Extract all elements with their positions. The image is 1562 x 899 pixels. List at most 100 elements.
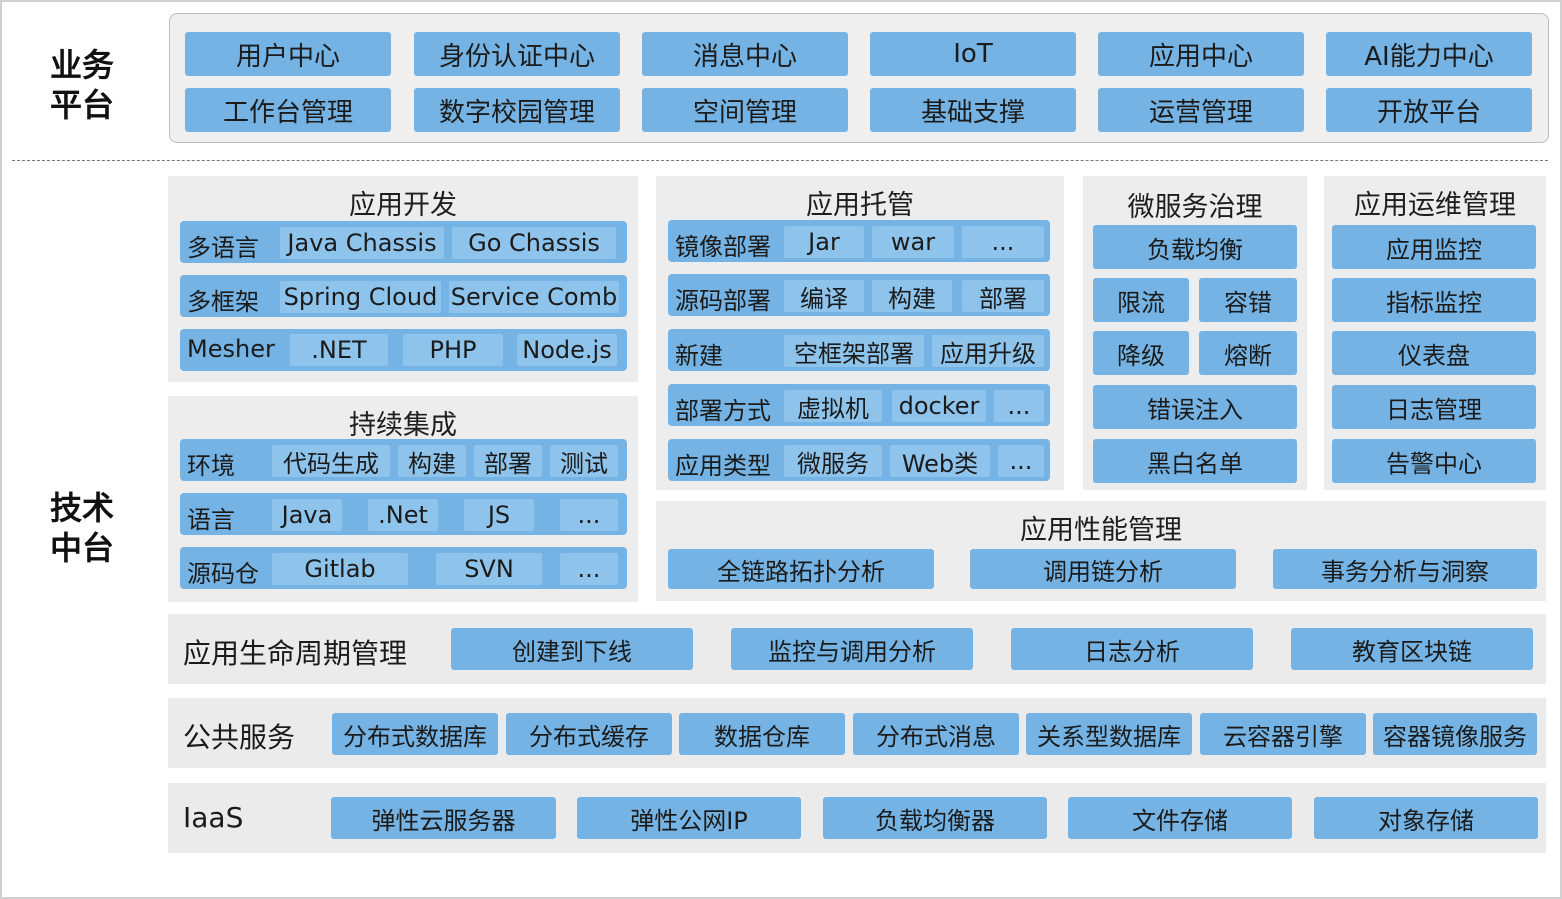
app-dev-row-label: Mesher: [187, 335, 275, 363]
hosting-item: war: [872, 226, 954, 258]
hosting-item: Jar: [784, 226, 864, 258]
iaas-item: 文件存储: [1068, 797, 1292, 839]
microservice-item: 降级: [1093, 331, 1189, 375]
tech-label-line1: 技术: [49, 489, 114, 527]
ci-item: 测试: [550, 445, 618, 478]
ci-item: .Net: [368, 499, 438, 531]
biz-item: IoT: [870, 32, 1076, 76]
public-service-item: 关系型数据库: [1026, 713, 1192, 755]
hosting-item: ...: [998, 445, 1044, 477]
app-ops-item: 应用监控: [1332, 225, 1536, 269]
microservice-item: 错误注入: [1093, 385, 1297, 429]
lifecycle-item: 教育区块链: [1291, 628, 1533, 670]
public-service-item: 容器镜像服务: [1373, 713, 1537, 755]
microservice-title: 微服务治理: [1127, 192, 1263, 223]
public-service-item: 分布式缓存: [506, 713, 672, 755]
microservice-item: 负载均衡: [1093, 225, 1297, 269]
app-ops-item: 日志管理: [1332, 385, 1536, 429]
biz-item: 应用中心: [1098, 32, 1304, 76]
business-platform-panel: [169, 13, 1549, 143]
business-label-line2: 平台: [49, 86, 114, 124]
lifecycle-label: 应用生命周期管理: [183, 637, 408, 670]
app-dev-item: Service Comb: [449, 281, 619, 313]
microservice-item: 限流: [1093, 278, 1189, 322]
biz-item: 用户中心: [185, 32, 391, 76]
app-dev-item: Node.js: [517, 334, 617, 366]
app-dev-item: Spring Cloud: [280, 281, 441, 313]
app-ops-item: 仪表盘: [1332, 331, 1536, 375]
microservice-item: 容错: [1199, 278, 1297, 322]
ci-item: Gitlab: [272, 553, 408, 585]
iaas-item: 负载均衡器: [823, 797, 1047, 839]
hosting-item: 编译: [784, 280, 864, 313]
ci-item: ...: [560, 499, 618, 531]
ci-row-label: 语言: [187, 506, 235, 534]
ci-row-label: 源码仓: [187, 560, 259, 588]
lifecycle-item: 监控与调用分析: [731, 628, 973, 670]
biz-item: AI能力中心: [1326, 32, 1532, 76]
iaas-label: IaaS: [183, 801, 244, 834]
tech-platform-label: 技术 中台: [42, 488, 122, 568]
public-service-item: 分布式数据库: [332, 713, 498, 755]
hosting-item: docker: [892, 390, 986, 422]
biz-item: 运营管理: [1098, 88, 1304, 132]
biz-item: 基础支撑: [870, 88, 1076, 132]
hosting-item: 构建: [872, 280, 952, 313]
public-service-item: 分布式消息: [853, 713, 1019, 755]
app-dev-row-label: 多语言: [187, 234, 259, 262]
hosting-item: 虚拟机: [784, 390, 882, 423]
apm-item: 调用链分析: [970, 549, 1236, 589]
hosting-row-label: 镜像部署: [675, 233, 771, 261]
ci-item: SVN: [436, 553, 542, 585]
apm-item: 全链路拓扑分析: [668, 549, 934, 589]
public-service-item: 数据仓库: [679, 713, 845, 755]
app-dev-item: Java Chassis: [280, 227, 444, 259]
ci-item: Java: [272, 499, 342, 531]
app-dev-title: 应用开发: [349, 190, 457, 221]
app-dev-item: .NET: [290, 334, 388, 366]
hosting-item: 应用升级: [932, 335, 1044, 368]
ci-item: 部署: [474, 445, 542, 478]
biz-item: 消息中心: [642, 32, 848, 76]
apm-title: 应用性能管理: [1020, 515, 1182, 546]
app-dev-item: PHP: [403, 334, 503, 366]
iaas-item: 对象存储: [1314, 797, 1538, 839]
microservice-item: 黑白名单: [1093, 439, 1297, 483]
hosting-item: 部署: [962, 280, 1044, 313]
hosting-item: 微服务: [784, 445, 882, 478]
business-label-line1: 业务: [49, 46, 114, 84]
lifecycle-item: 创建到下线: [451, 628, 693, 670]
app-dev-row-label: 多框架: [187, 288, 259, 316]
hosting-row-label: 新建: [675, 342, 723, 370]
hosting-title: 应用托管: [806, 190, 914, 221]
iaas-item: 弹性云服务器: [331, 797, 556, 839]
iaas-item: 弹性公网IP: [577, 797, 801, 839]
hosting-row-label: 源码部署: [675, 287, 771, 315]
hosting-row-label: 应用类型: [675, 452, 771, 480]
ci-item: JS: [464, 499, 534, 531]
ci-title: 持续集成: [349, 410, 457, 441]
hosting-item: Web类: [890, 445, 990, 478]
app-ops-title: 应用运维管理: [1354, 190, 1516, 221]
public-service-item: 云容器引擎: [1200, 713, 1366, 755]
apm-item: 事务分析与洞察: [1273, 549, 1537, 589]
ci-item: 构建: [398, 445, 466, 478]
app-ops-item: 告警中心: [1332, 439, 1536, 483]
ci-row-label: 环境: [187, 452, 235, 480]
public-services-label: 公共服务: [183, 721, 296, 754]
app-dev-item: Go Chassis: [452, 227, 616, 259]
hosting-item: ...: [994, 390, 1044, 422]
biz-item: 工作台管理: [185, 88, 391, 132]
biz-item: 开放平台: [1326, 88, 1532, 132]
business-platform-label: 业务 平台: [42, 45, 122, 125]
tech-label-line2: 中台: [49, 529, 114, 567]
hosting-item: ...: [962, 226, 1044, 258]
ci-item: 代码生成: [272, 445, 390, 478]
biz-item: 身份认证中心: [414, 32, 620, 76]
microservice-item: 熔断: [1199, 331, 1297, 375]
ci-item: ...: [560, 553, 618, 585]
section-divider: [12, 160, 1548, 161]
lifecycle-item: 日志分析: [1011, 628, 1253, 670]
biz-item: 数字校园管理: [414, 88, 620, 132]
